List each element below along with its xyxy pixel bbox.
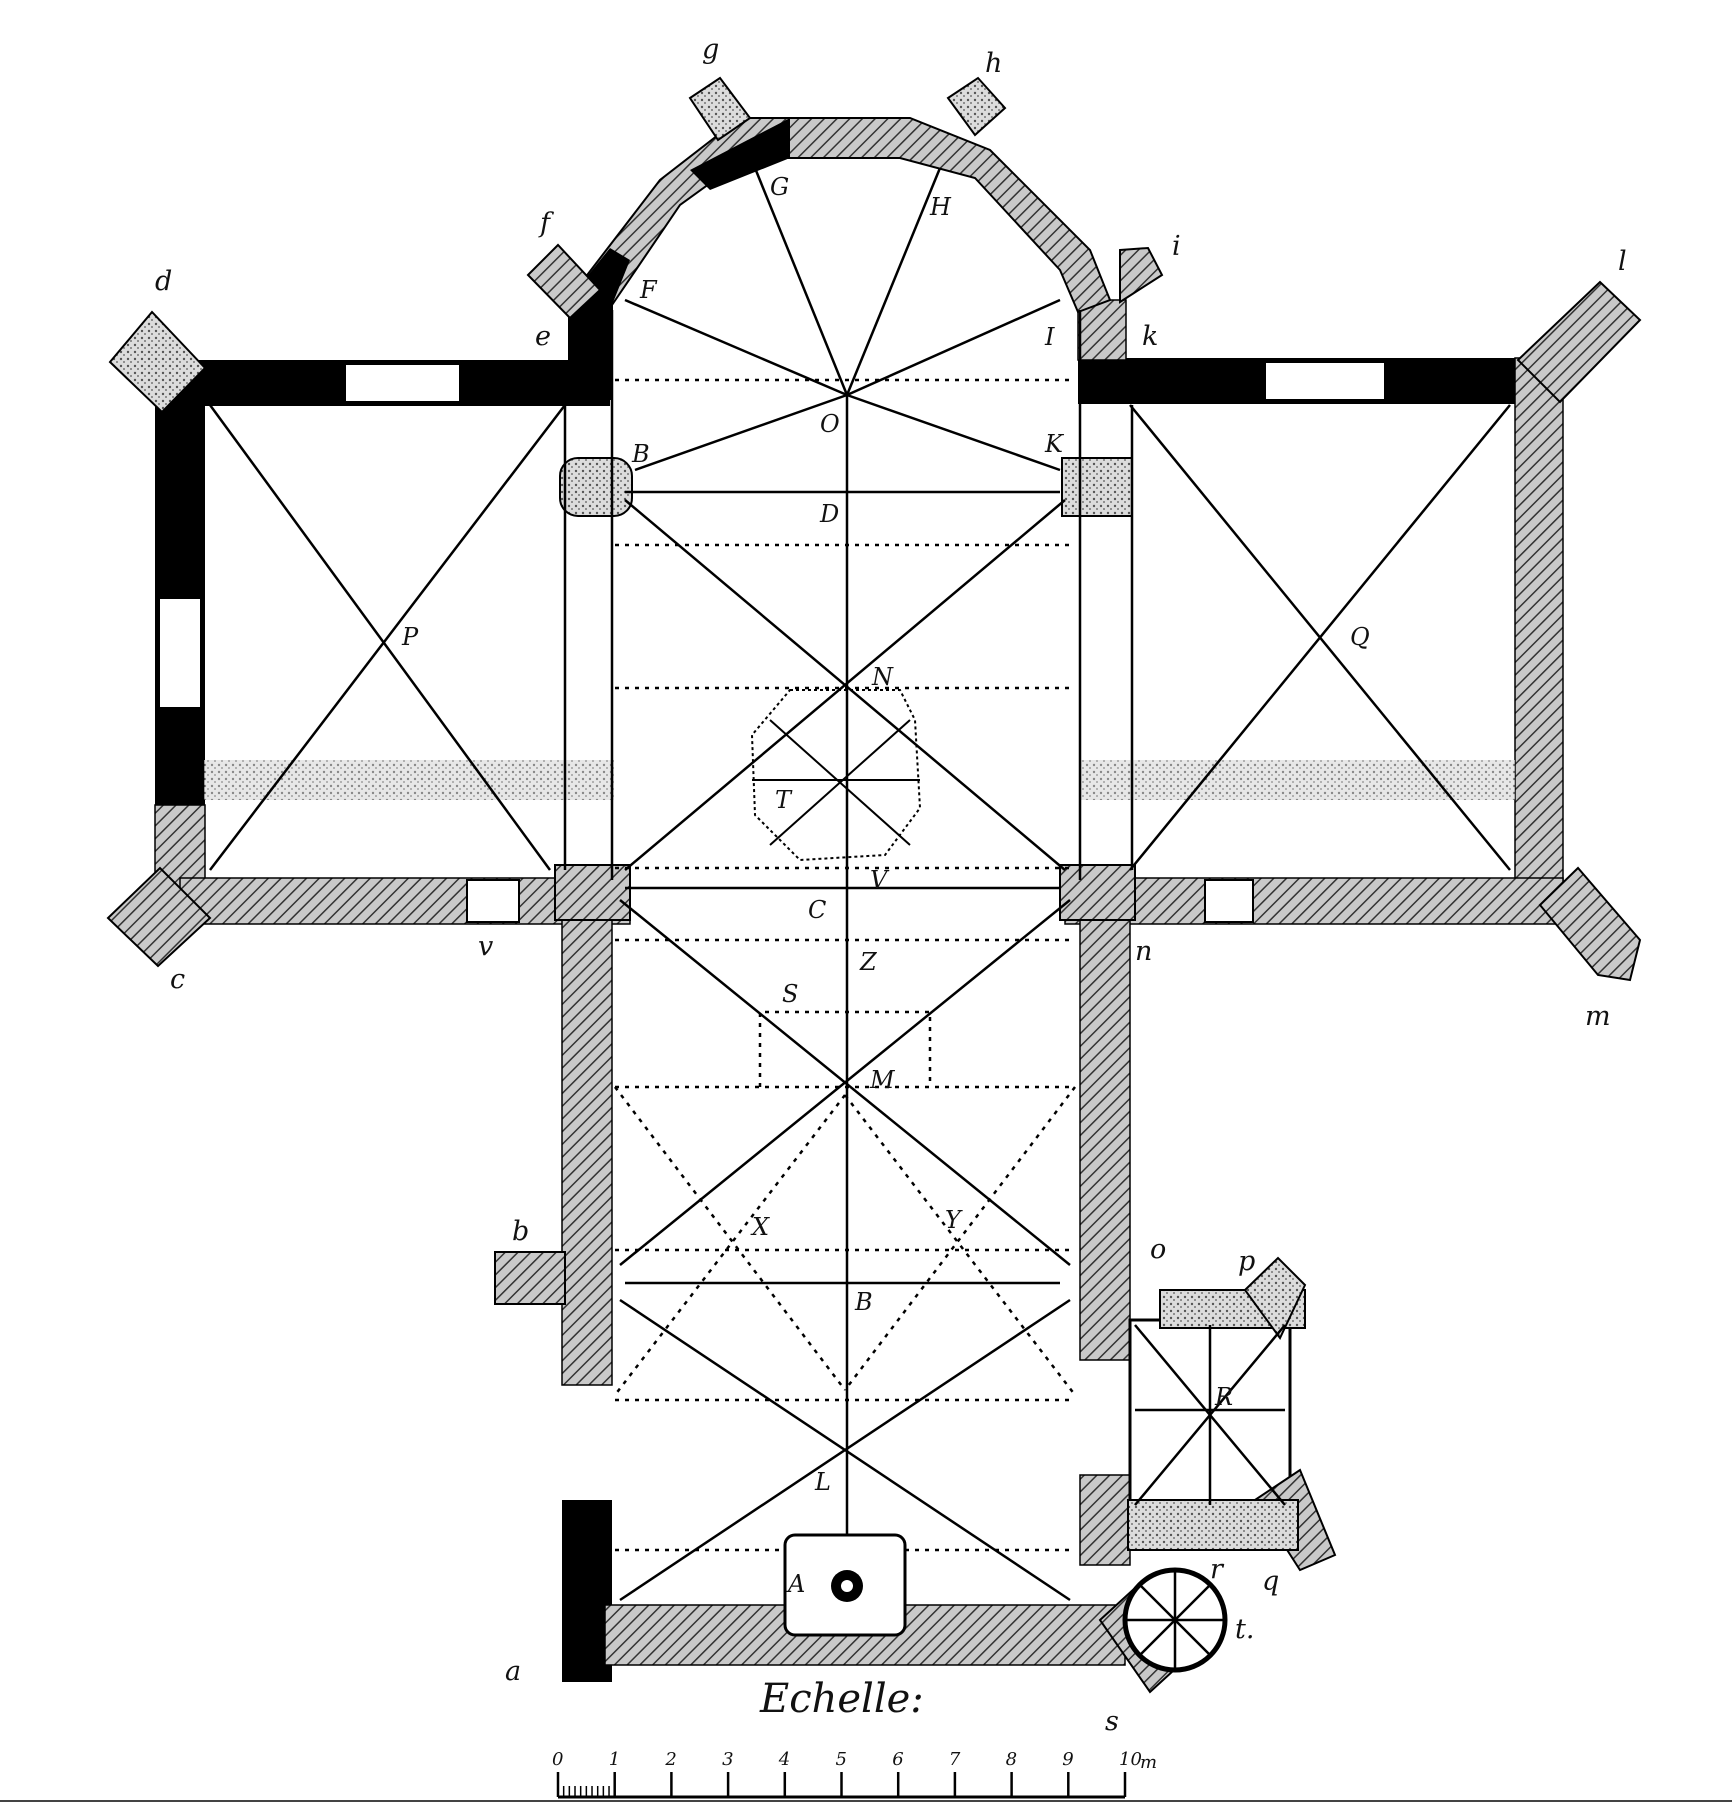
label-D: D xyxy=(819,500,839,528)
label-L: L xyxy=(814,1468,831,1496)
label-m: m xyxy=(1585,1001,1611,1032)
choir-west-wall xyxy=(568,300,613,400)
dotted-lines xyxy=(614,378,1076,1552)
label-a: a xyxy=(505,1656,521,1687)
left-transept-south-door xyxy=(466,879,520,923)
label-c: c xyxy=(170,964,185,995)
right-transept-south-wall xyxy=(1064,877,1564,925)
nave-north-aisle-band xyxy=(204,760,614,800)
label-T: T xyxy=(775,786,793,814)
scale-tick-label-3: 3 xyxy=(722,1749,733,1770)
label-K: K xyxy=(1044,430,1065,458)
crossing-pier-ne xyxy=(1061,457,1133,517)
left-transept-west-wall xyxy=(155,360,205,805)
label-S: S xyxy=(782,980,798,1008)
nave-east-wall xyxy=(1079,879,1131,1361)
label-s: s xyxy=(1105,1706,1119,1737)
label-n: n xyxy=(1135,936,1152,967)
right-transept-east-wall xyxy=(1514,357,1564,899)
scale-tick-label-8: 8 xyxy=(1006,1749,1017,1770)
label-o: o xyxy=(1150,1234,1166,1265)
crossing-pier-sw xyxy=(554,864,631,921)
label-t: t. xyxy=(1235,1614,1254,1645)
label-X: X xyxy=(750,1213,770,1241)
label-A: A xyxy=(786,1570,805,1598)
buttress-d xyxy=(108,310,207,414)
octagon-diagonal-2 xyxy=(769,719,911,846)
side-chapel-wall-bottom xyxy=(1127,1499,1299,1551)
label-P: P xyxy=(401,623,419,651)
nave-west-wall-black xyxy=(562,1500,612,1682)
buttress-g xyxy=(688,76,752,142)
scale-tick-label-4: 4 xyxy=(778,1749,790,1770)
crossing-pier-se xyxy=(1059,864,1136,921)
buttress-e-f xyxy=(526,243,602,320)
label-f: f xyxy=(538,208,554,239)
buttress-c xyxy=(106,866,212,968)
label-k: k xyxy=(1142,321,1158,352)
label-v: v xyxy=(478,931,493,962)
label-V: V xyxy=(870,866,890,894)
label-M: M xyxy=(869,1066,896,1094)
label-Z: Z xyxy=(859,948,878,976)
label-G: G xyxy=(770,173,789,201)
label-O: O xyxy=(820,410,840,438)
right-transept-north-window xyxy=(1264,361,1386,401)
label-h: h xyxy=(985,48,1002,79)
buttress-b xyxy=(494,1251,566,1305)
nave-south-aisle-band xyxy=(1080,760,1515,800)
scale-bar: Echelle: 0 1 2 3 4 5 6 7 8 9 10 m xyxy=(552,1676,1157,1799)
label-r: r xyxy=(1210,1554,1225,1585)
scale-tick-label-0: 0 xyxy=(552,1749,563,1770)
label-i: i xyxy=(1172,231,1181,262)
buttress-l xyxy=(1516,280,1642,404)
right-transept-south-door xyxy=(1204,879,1254,923)
buttress-p xyxy=(1243,1256,1307,1340)
label-R: R xyxy=(1214,1383,1233,1411)
scale-tick-label-5: 5 xyxy=(836,1749,847,1770)
label-g: g xyxy=(702,34,719,65)
label-B-crossing: B xyxy=(631,440,650,468)
label-I: I xyxy=(1044,323,1055,351)
apse-wall-black-segment-2 xyxy=(690,118,790,190)
label-Y: Y xyxy=(945,1206,963,1234)
scale-tick-label-7: 7 xyxy=(949,1749,961,1770)
inner-labels: A B B C D F G H I K L M N O P Q R S T V … xyxy=(401,173,1370,1598)
walls xyxy=(106,76,1642,1694)
nave-east-wall-lower xyxy=(1079,1474,1131,1566)
crossing-pier-nw xyxy=(559,457,633,517)
scale-tick-label-6: 6 xyxy=(892,1749,903,1770)
buttress-m xyxy=(1538,866,1642,982)
label-Q: Q xyxy=(1350,623,1370,651)
scale-unit-suffix: m xyxy=(1140,1752,1157,1773)
left-transept-north-window xyxy=(344,363,461,403)
crossing-octagon xyxy=(750,689,922,862)
label-p: p xyxy=(1238,1246,1255,1277)
label-B-nave: B xyxy=(854,1288,873,1316)
label-q: q xyxy=(1262,1566,1279,1597)
nave-west-wall xyxy=(561,879,613,1386)
scale-title: Echelle: xyxy=(759,1676,924,1722)
baptismal-font-inner xyxy=(841,1580,853,1592)
label-e: e xyxy=(535,321,551,352)
left-transept-west-window xyxy=(158,597,202,709)
label-N: N xyxy=(871,663,894,691)
buttress-h xyxy=(946,76,1007,137)
label-H: H xyxy=(929,193,952,221)
label-b: b xyxy=(512,1216,529,1247)
scale-tick-label-10: 10 xyxy=(1119,1749,1142,1770)
construction-lines xyxy=(208,167,1511,1670)
label-d: d xyxy=(155,266,172,297)
scale-tick-label-1: 1 xyxy=(609,1749,620,1770)
scale-tick-label-2: 2 xyxy=(664,1749,676,1770)
buttress-i xyxy=(1119,246,1164,304)
label-l: l xyxy=(1618,246,1627,277)
label-C: C xyxy=(808,896,826,924)
scale-tick-label-9: 9 xyxy=(1062,1749,1073,1770)
scale-ticks: 0 1 2 3 4 5 6 7 8 9 10 xyxy=(552,1749,1142,1797)
label-F: F xyxy=(639,276,658,304)
